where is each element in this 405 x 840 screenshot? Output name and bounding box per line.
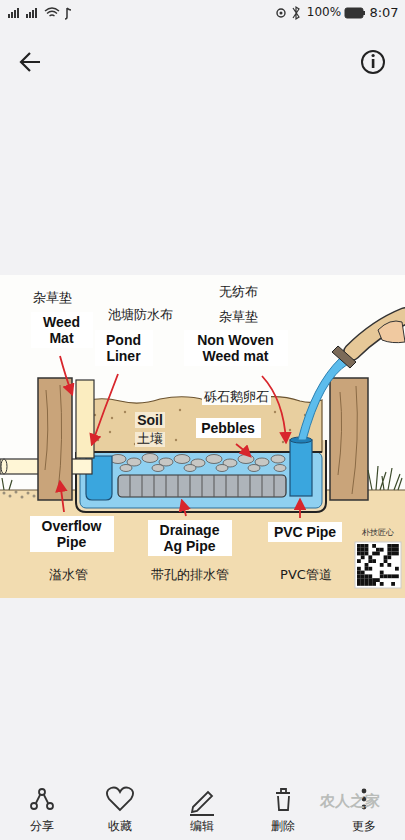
qr-caption: 朴技匠心	[360, 528, 396, 537]
label-box: PVC Pipe	[268, 522, 342, 542]
toolbar-label: 分享	[30, 820, 54, 834]
gravel-strip	[3, 491, 36, 499]
part-name: Non Woven Weed mat	[189, 332, 283, 364]
toolbar-label: 收藏	[108, 820, 132, 834]
part-label: 溢水管	[49, 568, 88, 583]
part-label: 杂草垫	[219, 310, 258, 325]
grass	[2, 466, 402, 490]
ag-pipe	[118, 475, 286, 497]
label-box: Weed Mat	[31, 312, 93, 348]
toolbar-icons	[31, 788, 366, 816]
toolbar-label: 编辑	[190, 820, 214, 834]
part-label: 池塘防水布	[108, 308, 173, 323]
hose	[352, 316, 405, 352]
qr-cells	[357, 544, 399, 586]
pvc-pipe	[290, 440, 312, 496]
part-label: Soil	[135, 412, 165, 428]
liner-upright	[76, 380, 94, 458]
timber-post	[330, 378, 368, 500]
image-ground	[0, 275, 405, 598]
watermark: 农人之家	[320, 793, 380, 810]
hand	[378, 321, 405, 343]
label-box: Drainage Ag Pipe	[148, 520, 232, 556]
nozzle	[332, 346, 356, 368]
back-arrow	[21, 53, 40, 71]
part-name: Overflow Pipe	[35, 518, 109, 550]
part-name: Drainage Ag Pipe	[153, 522, 227, 554]
toolbar-label: 删除	[271, 820, 295, 834]
pebbles	[110, 454, 286, 472]
weed-mat-layer	[80, 451, 322, 453]
leader-arrows	[60, 356, 300, 518]
part-label: 土壤	[135, 432, 165, 447]
part-label: 砾石鹅卵石	[202, 390, 271, 405]
timber-post	[38, 378, 72, 500]
label-box: Overflow Pipe	[30, 516, 114, 552]
water-reservoir	[80, 452, 322, 508]
water-stream	[298, 358, 348, 440]
label-box: Pond Liner	[95, 330, 153, 366]
info-icon	[362, 51, 384, 73]
status-icons	[8, 7, 365, 19]
soil-specks	[94, 409, 306, 445]
part-name: Pebbles	[201, 420, 256, 436]
part-name: Pond Liner	[100, 332, 148, 364]
status-text: 100%	[307, 6, 341, 20]
part-label: 带孔的排水管	[151, 568, 229, 583]
toolbar-label: 更多	[352, 820, 376, 834]
label-box: Pebbles	[196, 418, 261, 438]
part-name: PVC Pipe	[273, 524, 337, 540]
status-text: 8:07	[369, 6, 398, 21]
qr-code	[355, 542, 401, 588]
part-name: Weed Mat	[36, 314, 88, 346]
part-label: 无纺布	[219, 285, 258, 300]
part-label: 杂草垫	[33, 291, 72, 306]
label-box: Non Woven Weed mat	[184, 330, 288, 366]
part-label: PVC管道	[280, 568, 332, 583]
